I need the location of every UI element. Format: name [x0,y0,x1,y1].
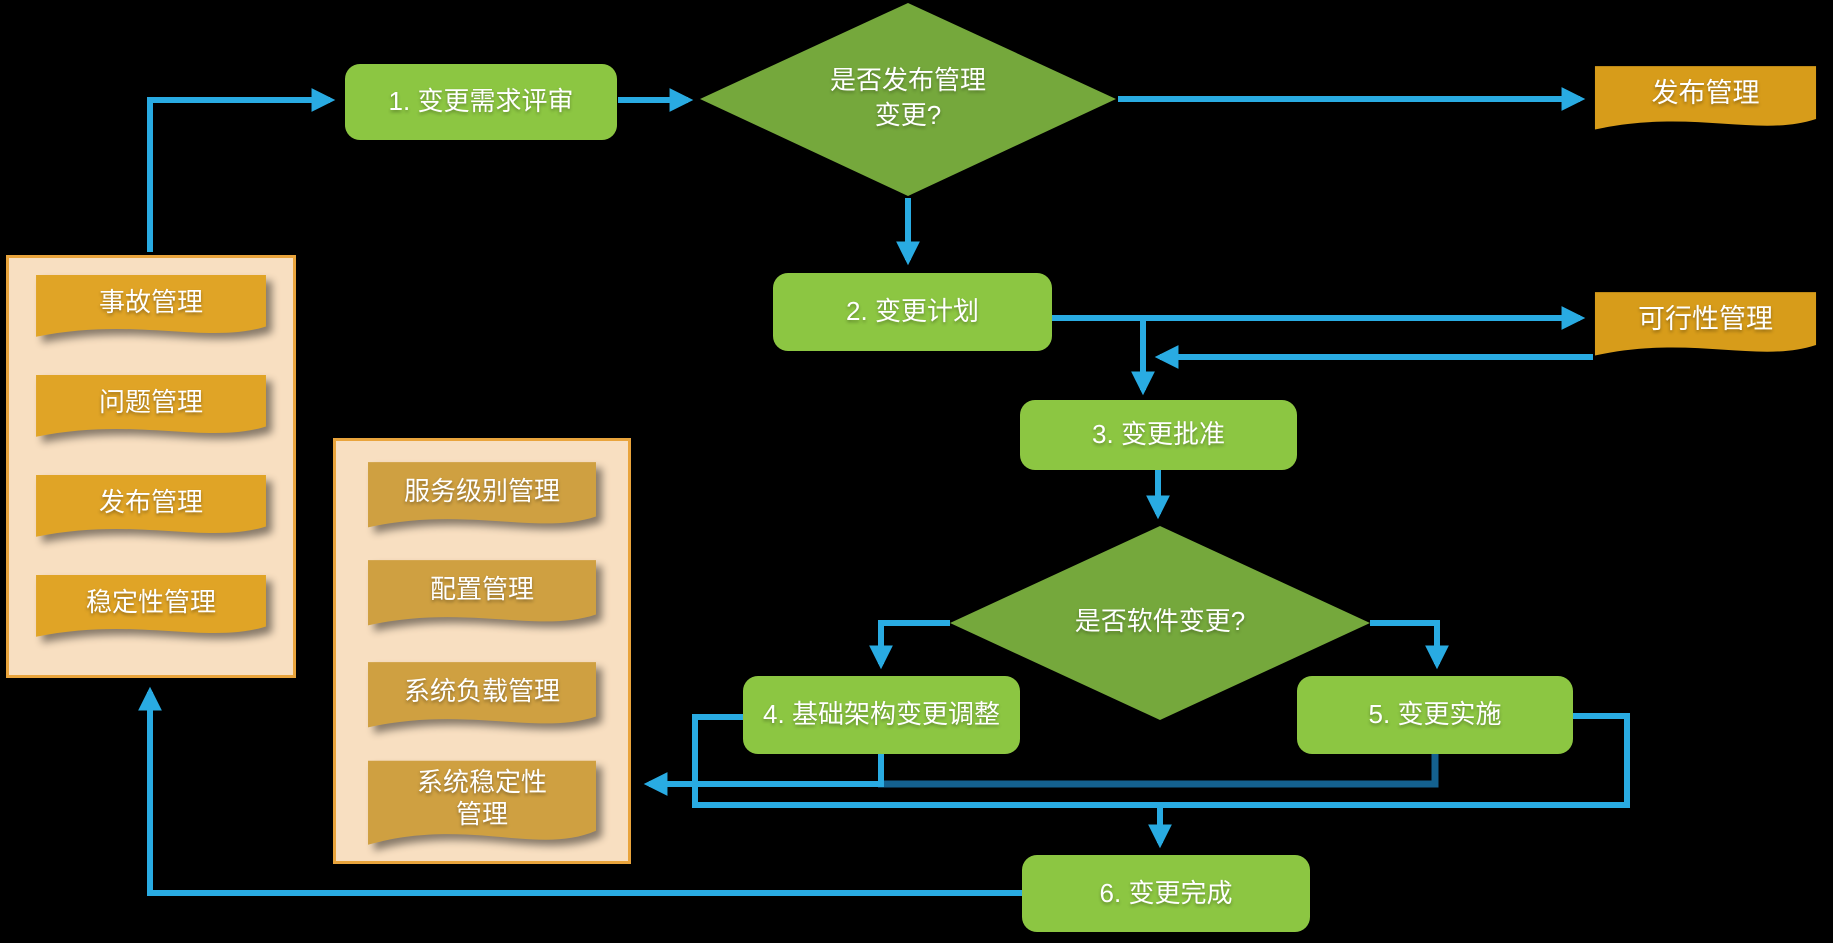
document-shape [36,275,266,337]
feasibility-management-label: 可行性管理 [1638,304,1773,335]
middle-panel-item-label: 系统稳定性管理 [416,766,547,830]
document-shape [1594,66,1817,130]
edge-loop-to-step6 [692,714,1172,849]
edge-step5-right-loop [1163,713,1630,808]
node-step6-label: 6. 变更完成 [1099,877,1233,908]
middle-panel-item-system-load: 系统负载管理 [366,660,598,736]
middle-panel-item-configuration: 配置管理 [366,558,598,634]
middle-panel-item-label: 系统负载管理 [403,675,560,706]
node-release-management: 发布管理 [1593,64,1818,138]
node-step2-label: 2. 变更计划 [846,296,979,327]
node-step3: 3. 变更批准 [1020,400,1297,470]
middle-panel-item-label: 服务级别管理 [403,475,560,506]
node-step1: 1. 变更需求评审 [345,64,617,140]
edge-step6-to-panel [138,686,1030,896]
left-panel-item-label: 稳定性管理 [85,587,216,618]
node-feasibility-management: 可行性管理 [1593,290,1818,364]
left-panel-item-incident: 事故管理 [34,273,268,345]
node-step6: 6. 变更完成 [1022,855,1310,932]
middle-panel-item-label: 配置管理 [429,573,534,604]
document-shape [368,662,596,728]
node-step3-label: 3. 变更批准 [1092,419,1225,450]
document-shape [368,462,596,528]
document-shape [368,760,596,845]
document-shape [36,375,266,437]
node-step1-label: 1. 变更需求评审 [388,86,574,117]
edge-decision2-to-step5 [1370,620,1449,670]
node-step5: 5. 变更实施 [1297,676,1573,754]
node-step4-label: 4. 基础架构变更调整 [763,699,1000,730]
decision2-label: 是否软件变更? [1074,606,1246,637]
left-panel-item-problem: 问题管理 [34,373,268,445]
document-shape [368,560,596,626]
document-shape [36,475,266,537]
decision1-diamond [700,3,1116,196]
node-step4: 4. 基础架构变更调整 [743,676,1020,754]
middle-panel-item-system-stability: 系统稳定性管理 [366,758,598,856]
edge-panel-to-step1 [147,88,336,252]
edge-to-stability-doc [643,750,884,796]
decision2-diamond [950,526,1370,720]
node-step2: 2. 变更计划 [773,273,1052,351]
left-panel-item-label: 事故管理 [98,287,203,318]
document-shape [1594,292,1817,356]
left-panel-item-release: 发布管理 [34,473,268,545]
edge-step5-return-dark [878,750,1439,788]
decision1-label: 是否发布管理变更? [829,64,986,130]
left-panel-item-stability: 稳定性管理 [34,573,268,645]
node-step5-label: 5. 变更实施 [1368,699,1502,730]
edge-decision2-to-step4 [869,620,950,670]
left-panel-item-label: 问题管理 [98,387,203,418]
middle-panel-item-service-level: 服务级别管理 [366,460,598,536]
left-panel-item-label: 发布管理 [98,487,203,518]
release-management-label: 发布管理 [1651,78,1760,109]
document-shape [36,575,266,637]
